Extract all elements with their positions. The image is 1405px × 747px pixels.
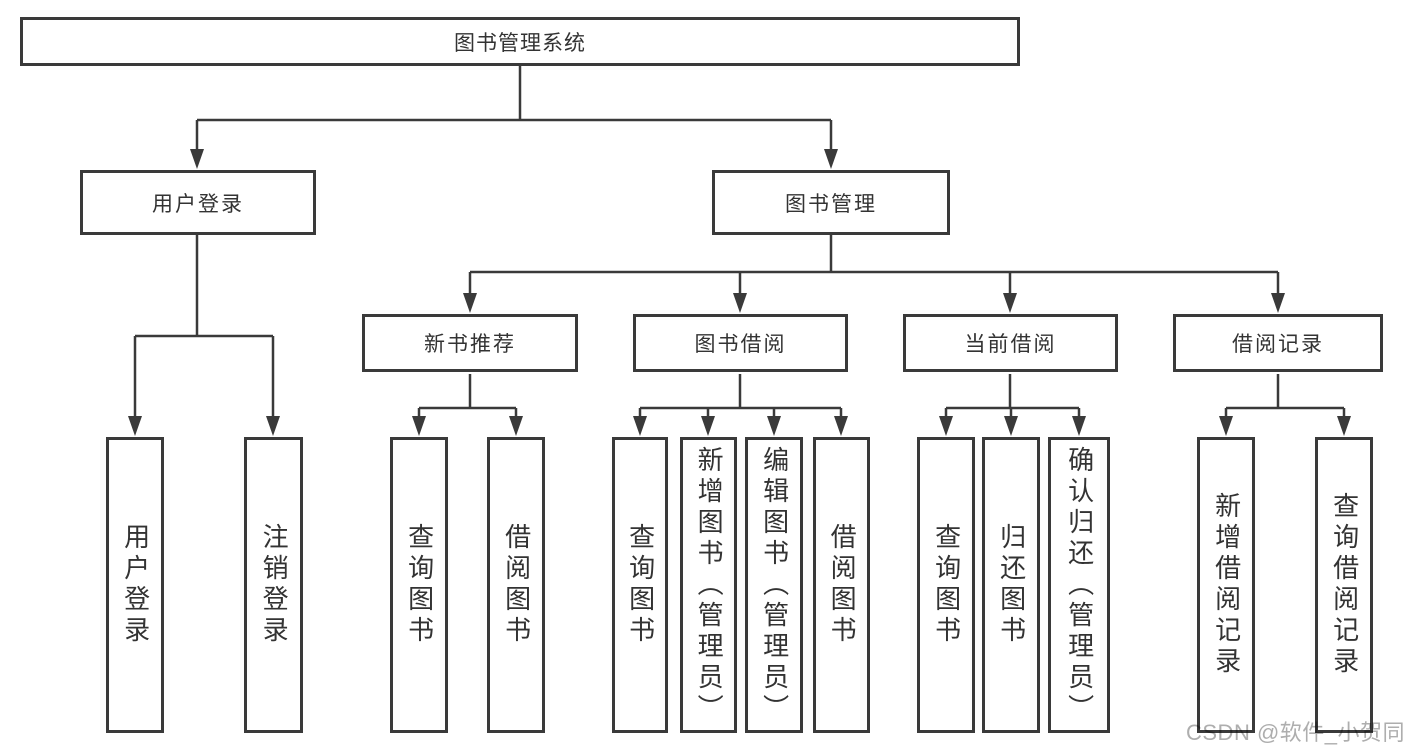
arrowhead-down-icon: [1072, 416, 1086, 436]
connector-borrowing-to-leaves: [633, 374, 848, 436]
arrowhead-down-icon: [463, 293, 477, 313]
leaf-query-books-borrow-label: 查询图书: [625, 523, 656, 647]
node-new-book-recommend-label: 新书推荐: [424, 333, 516, 356]
arrowhead-down-icon: [128, 416, 142, 436]
arrowhead-down-icon: [633, 416, 647, 436]
arrowhead-down-icon: [412, 416, 426, 436]
leaf-query-books-borrow: 查询图书: [612, 437, 668, 733]
arrowhead-down-icon: [834, 416, 848, 436]
node-new-book-recommend: 新书推荐: [362, 314, 578, 372]
arrowhead-down-icon: [1003, 293, 1017, 313]
leaf-query-books-recommend-label: 查询图书: [404, 523, 435, 647]
leaf-edit-book-admin: 编辑图书（管理员）: [745, 437, 803, 733]
leaf-query-books-recommend: 查询图书: [390, 437, 448, 733]
leaf-logout: 注销登录: [244, 437, 303, 733]
node-current-borrowing-label: 当前借阅: [964, 333, 1057, 356]
node-book-borrowing-label: 图书借阅: [694, 333, 787, 356]
node-borrow-records: 借阅记录: [1173, 314, 1383, 372]
leaf-query-books-current: 查询图书: [917, 437, 975, 733]
node-user-login: 用户登录: [80, 170, 316, 235]
leaf-borrow-books-recommend-label: 借阅图书: [501, 523, 532, 647]
connector-newbook-to-leaves: [412, 374, 523, 436]
node-borrow-records-label: 借阅记录: [1232, 333, 1324, 356]
leaf-logout-label: 注销登录: [259, 523, 290, 647]
node-library-system-label: 图书管理系统: [454, 31, 586, 55]
leaf-borrow-books-recommend: 借阅图书: [487, 437, 545, 733]
node-user-login-label: 用户登录: [152, 192, 244, 216]
leaf-add-book-admin-label: 新增图书（管理员）: [694, 445, 725, 725]
leaf-query-books-current-label: 查询图书: [931, 523, 962, 647]
arrowhead-down-icon: [1004, 416, 1018, 436]
arrowhead-down-icon: [1271, 293, 1285, 313]
arrowhead-down-icon: [767, 416, 781, 436]
csdn-watermark: CSDN @软件_小贺同学: [1186, 720, 1405, 745]
connector-bookmgmt-to-level3: [463, 235, 1285, 313]
arrowhead-down-icon: [701, 416, 715, 436]
node-book-management: 图书管理: [712, 170, 950, 235]
arrowhead-down-icon: [733, 293, 747, 313]
leaf-add-borrow-record-label: 新增借阅记录: [1211, 492, 1242, 678]
leaf-add-book-admin: 新增图书（管理员）: [680, 437, 737, 733]
connector-userlogin-to-leaves: [128, 235, 280, 436]
leaf-edit-book-admin-label: 编辑图书（管理员）: [759, 445, 790, 725]
node-current-borrowing: 当前借阅: [903, 314, 1118, 372]
leaf-return-book-label: 归还图书: [996, 523, 1027, 647]
arrowhead-down-icon: [266, 416, 280, 436]
node-book-borrowing: 图书借阅: [633, 314, 848, 372]
leaf-query-borrow-record: 查询借阅记录: [1315, 437, 1373, 733]
node-library-system: 图书管理系统: [20, 17, 1020, 66]
leaf-borrow-books-label: 借阅图书: [827, 523, 858, 647]
leaf-confirm-return-admin: 确认归还（管理员）: [1048, 437, 1110, 733]
arrowhead-down-icon: [1219, 416, 1233, 436]
leaf-borrow-books: 借阅图书: [813, 437, 870, 733]
node-book-management-label: 图书管理: [785, 192, 877, 216]
leaf-query-borrow-record-label: 查询借阅记录: [1329, 492, 1360, 678]
arrowhead-down-icon: [509, 416, 523, 436]
arrowhead-down-icon: [939, 416, 953, 436]
connector-records-to-leaves: [1219, 374, 1351, 436]
leaf-return-book: 归还图书: [982, 437, 1040, 733]
leaf-user-login: 用户登录: [106, 437, 164, 733]
connector-current-to-leaves: [939, 374, 1086, 436]
leaf-confirm-return-admin-label: 确认归还（管理员）: [1064, 445, 1095, 725]
arrowhead-down-icon: [1337, 416, 1351, 436]
arrowhead-down-icon: [824, 149, 838, 169]
connector-root-to-level2: [190, 66, 838, 169]
arrowhead-down-icon: [190, 149, 204, 169]
leaf-add-borrow-record: 新增借阅记录: [1197, 437, 1255, 733]
leaf-user-login-label: 用户登录: [120, 523, 151, 647]
